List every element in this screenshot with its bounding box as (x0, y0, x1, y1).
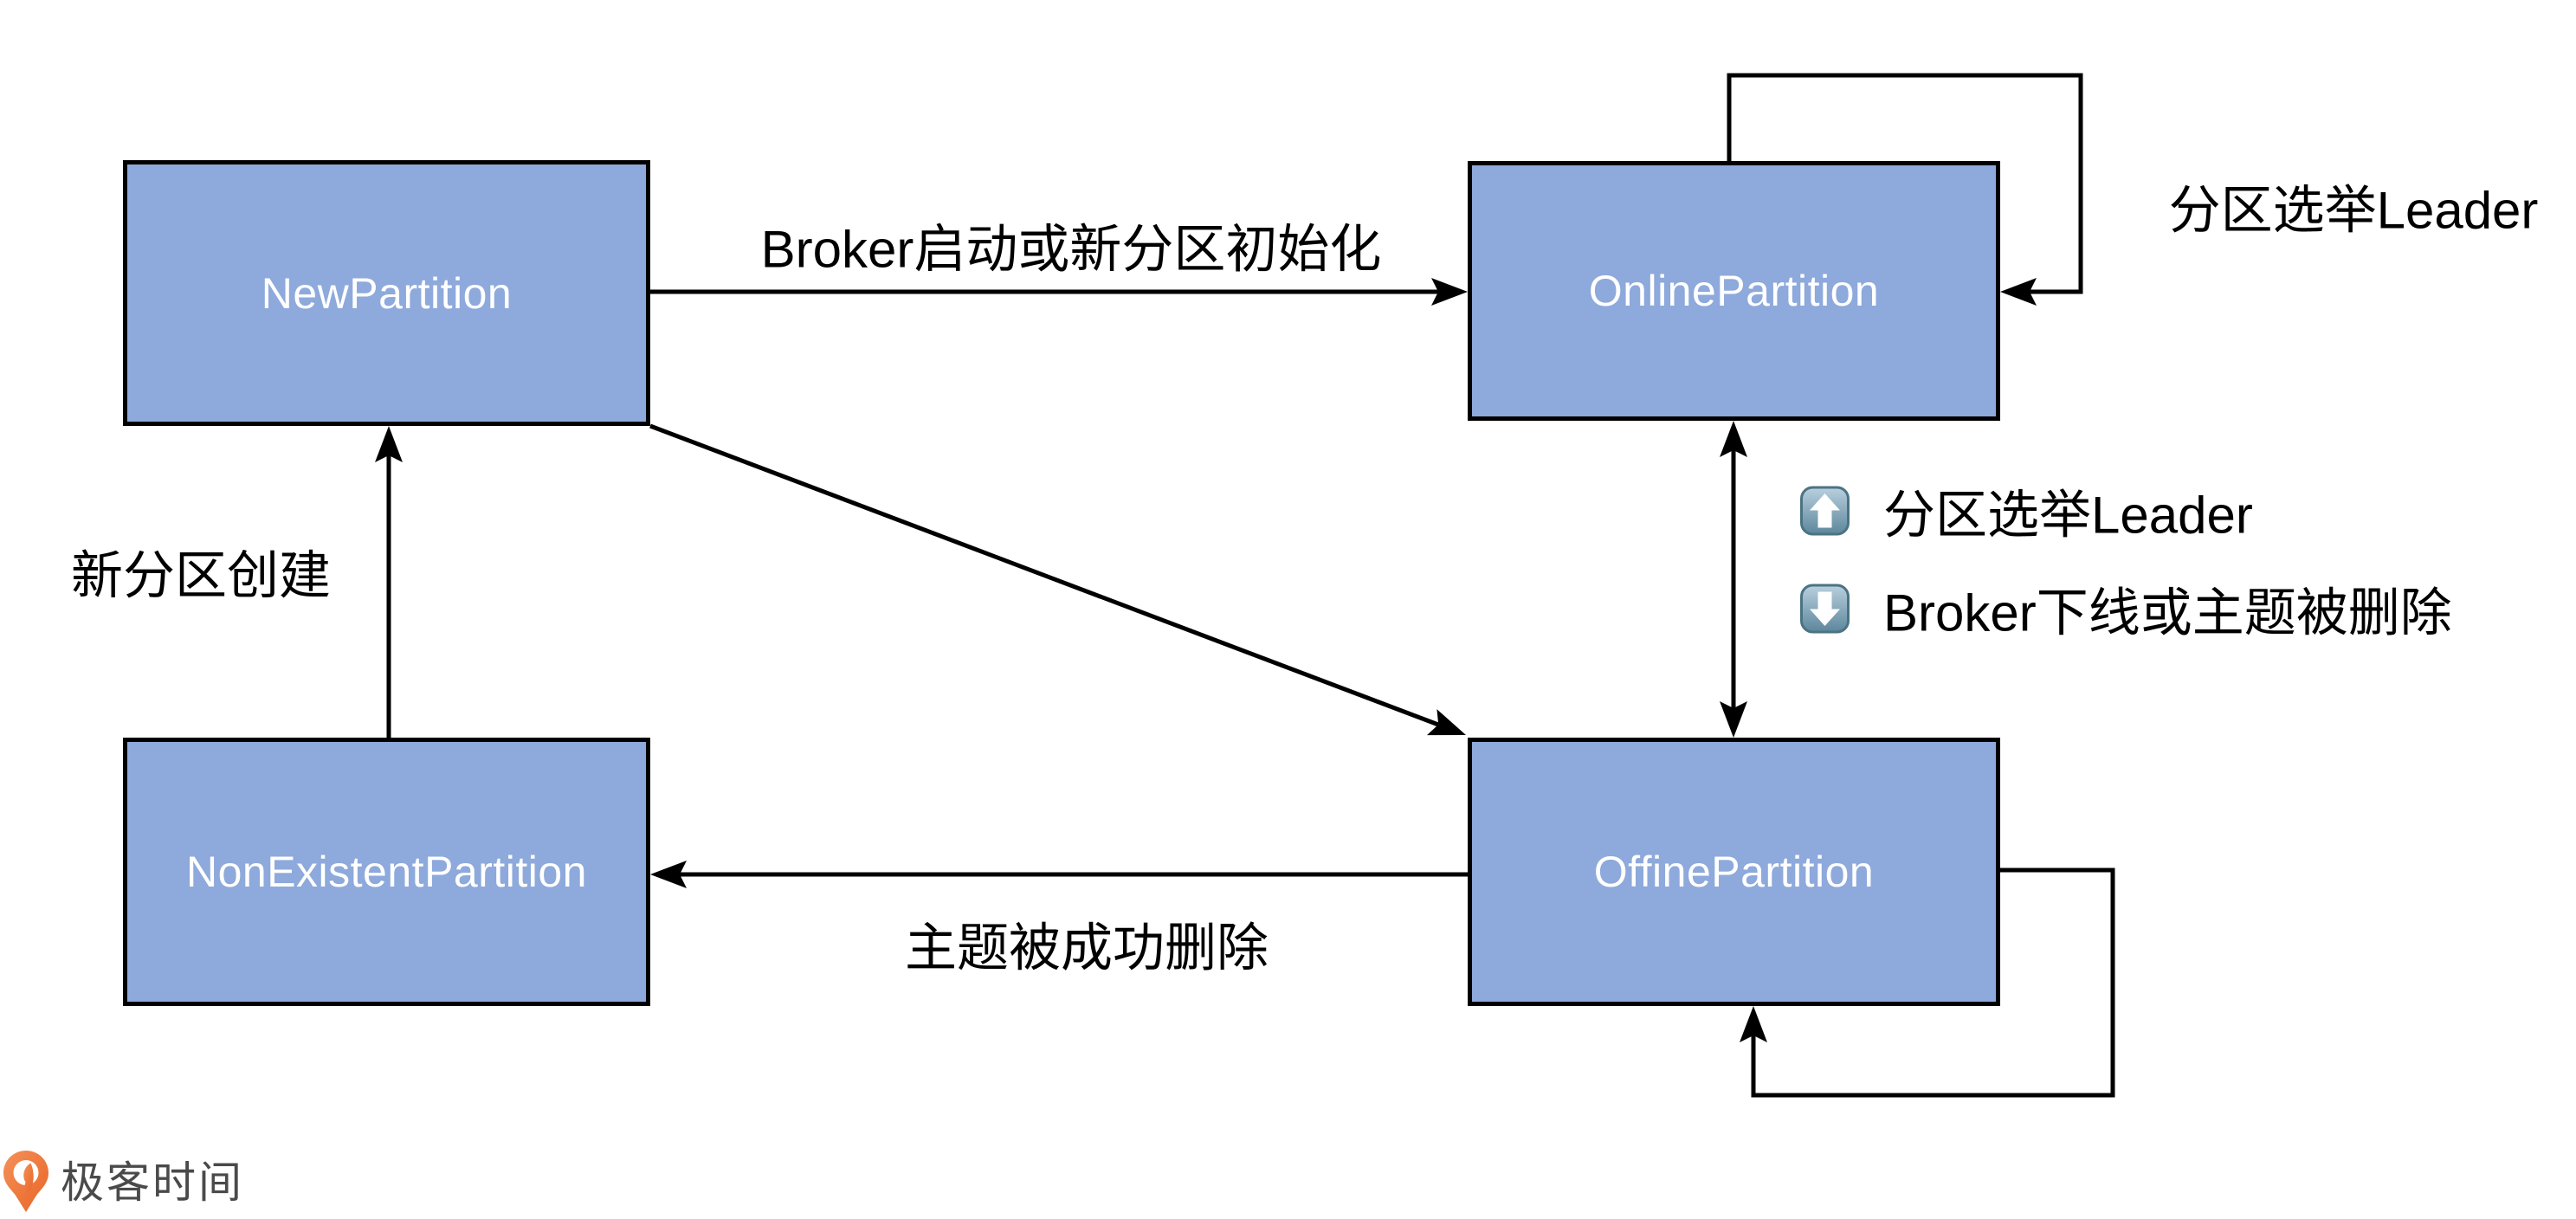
node-offine-partition-label: OffinePartition (1593, 848, 1875, 896)
down-arrow-button-icon (1800, 584, 1850, 634)
arrowhead-online-offine-up (1720, 421, 1747, 457)
arrowhead-nonexistent-to-new (375, 426, 403, 462)
arrowhead-new-to-online (1431, 278, 1468, 306)
arrowhead-new-to-offine (1427, 709, 1466, 736)
node-offine-partition: OffinePartition (1468, 738, 2000, 1006)
edge-label-broker-start: Broker启动或新分区初始化 (760, 220, 1382, 279)
node-online-partition-label: OnlinePartition (1588, 267, 1880, 315)
arrowhead-online-self-loop (2000, 278, 2037, 306)
edge-new-to-offine-line (649, 423, 1439, 727)
arrowhead-offine-self-loop (1740, 1006, 1767, 1042)
edge-label-row-leader-election: 分区选举Leader (1799, 474, 2253, 549)
node-new-partition-label: NewPartition (261, 268, 513, 318)
geektime-logo-text: 极客时间 (61, 1158, 244, 1207)
edge-label-broker-offline: Broker下线或主题被删除 (1883, 584, 2452, 642)
node-non-existent-partition: NonExistentPartition (123, 738, 650, 1006)
geektime-logo: 极客时间 (2, 1150, 244, 1216)
up-arrow-button-icon (1800, 486, 1850, 536)
node-online-partition: OnlinePartition (1468, 161, 2000, 421)
edge-label-topic-deleted: 主题被成功删除 (905, 919, 1269, 977)
arrowhead-online-offine-down (1720, 701, 1747, 738)
geektime-pin-icon (3, 1151, 48, 1212)
arrowhead-offine-to-nonexistent (650, 861, 687, 888)
node-new-partition: NewPartition (123, 160, 650, 426)
edge-label-online-self-election: 分区选举Leader (2168, 181, 2539, 240)
edge-label-leader-election: 分区选举Leader (1883, 486, 2253, 545)
node-non-existent-partition-label: NonExistentPartition (185, 848, 587, 896)
edge-label-new-partition-create: 新分区创建 (71, 546, 331, 605)
edge-label-row-broker-offline: Broker下线或主题被删除 (1799, 571, 2452, 647)
